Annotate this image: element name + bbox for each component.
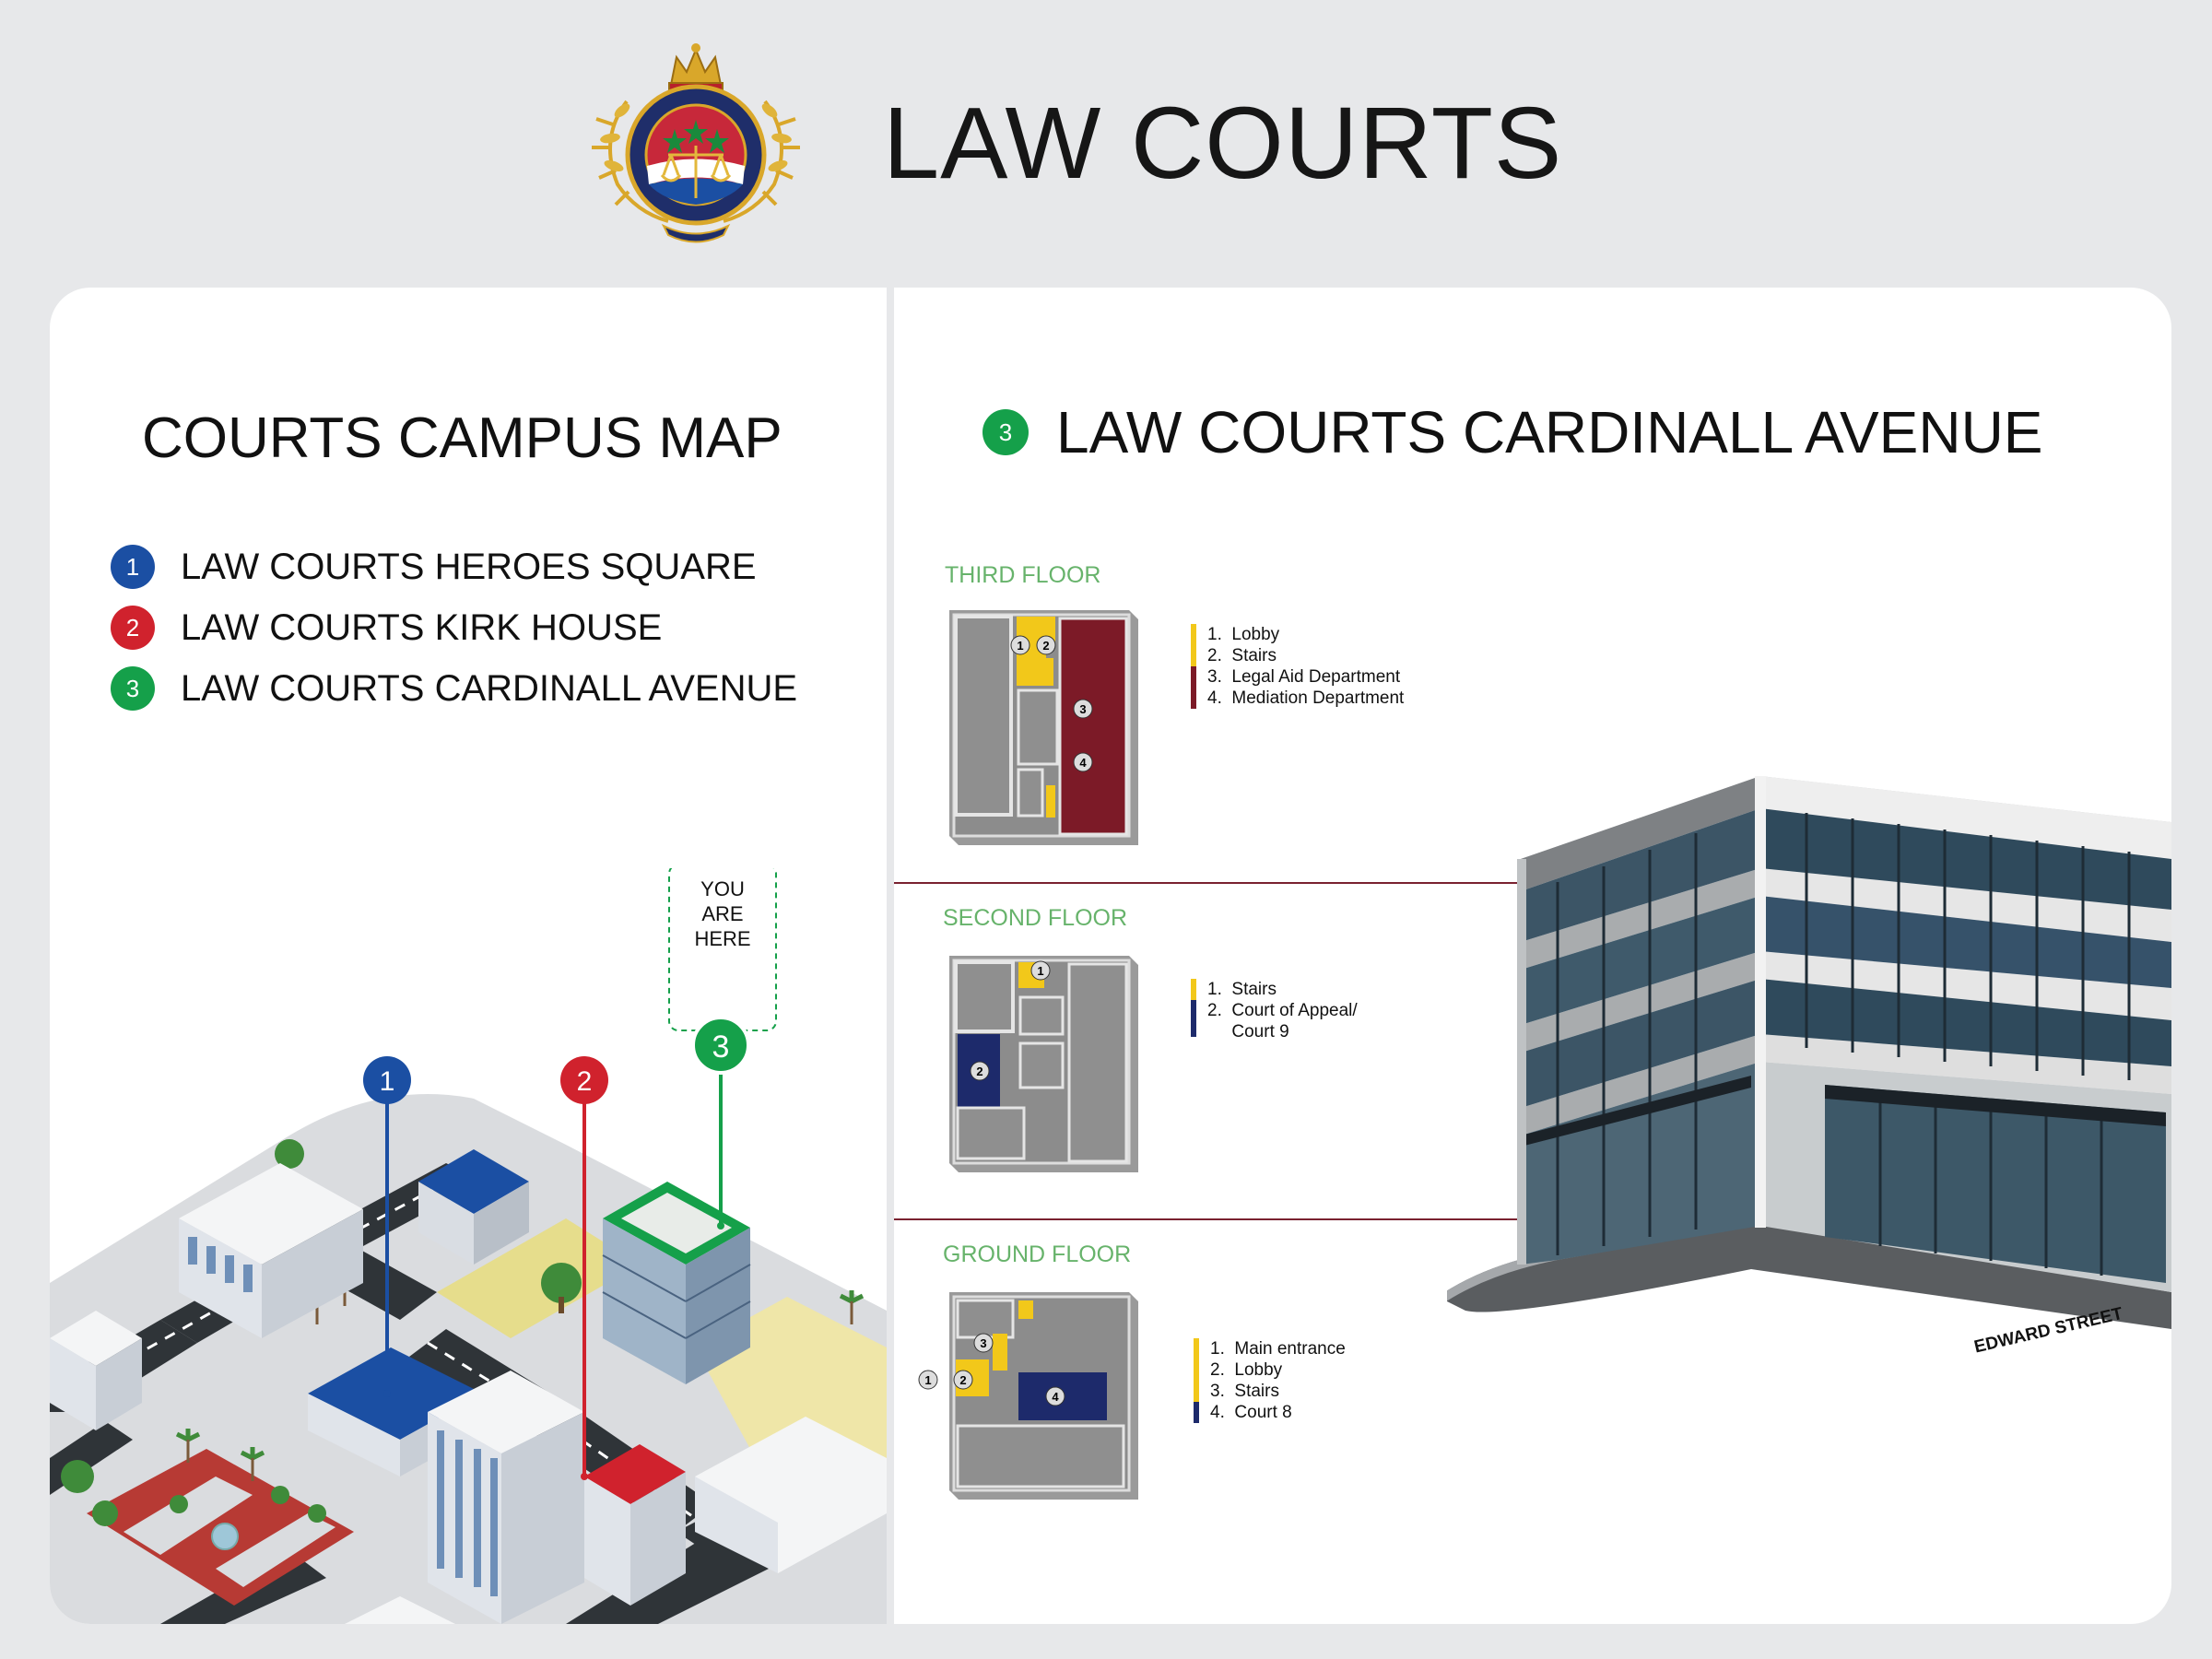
third-floor-plan: 1 2 3 4 (949, 610, 1138, 845)
floor-label-ground: GROUND FLOOR (943, 1241, 1132, 1267)
svg-text:2: 2 (1042, 639, 1049, 653)
svg-text:3: 3 (712, 1030, 730, 1065)
svg-text:2: 2 (577, 1066, 593, 1097)
legend-row: 4. Mediation Department (1191, 688, 1404, 709)
svg-text:3: 3 (1079, 702, 1086, 716)
second-floor-plan: 1 2 (949, 956, 1138, 1172)
svg-text:3: 3 (980, 1336, 986, 1350)
building-badge-3: 3 (982, 409, 1029, 455)
location-badge-3: 3 (111, 666, 155, 711)
legend-row: 2. Court of Appeal/ Court 9 (1191, 1000, 1358, 1042)
panel-divider (887, 288, 894, 1624)
campus-map-panel: COURTS CAMPUS MAP 1 LAW COURTS HEROES SQ… (50, 288, 887, 1624)
svg-text:4: 4 (1079, 756, 1087, 770)
floor-separator (894, 1218, 1521, 1220)
location-badge-2: 2 (111, 606, 155, 650)
svg-text:1: 1 (380, 1066, 395, 1097)
legend-row: 1. Lobby (1191, 624, 1404, 645)
legend-row: 4. Court 8 (1194, 1402, 1346, 1423)
third-floor-legend: 1. Lobby 2. Stairs 3. Legal Aid Departme… (1191, 624, 1404, 709)
floor-separator (894, 882, 1521, 884)
legend-item-cardinall-avenue: 3 LAW COURTS CARDINALL AVENUE (111, 658, 797, 719)
legend-item-heroes-square: 1 LAW COURTS HEROES SQUARE (111, 536, 797, 597)
building-panel: 3 LAW COURTS CARDINALL AVENUE THIRD FLOO… (894, 288, 2171, 1624)
legend-row: 3. Legal Aid Department (1191, 666, 1404, 688)
building-3d-illustration (1447, 776, 2171, 1329)
pin-3: YOU ARE HERE 3 (668, 868, 777, 1230)
legend-row: 2. Lobby (1194, 1359, 1346, 1381)
ground-floor-plan: 1 2 3 4 (918, 1292, 1138, 1500)
campus-legend: 1 LAW COURTS HEROES SQUARE 2 LAW COURTS … (111, 536, 797, 719)
svg-text:1: 1 (1037, 964, 1043, 978)
building-title-text: LAW COURTS CARDINALL AVENUE (1056, 399, 2043, 465)
svg-text:2: 2 (959, 1373, 966, 1387)
floor-label-second: SECOND FLOOR (943, 905, 1128, 931)
page-title: LAW COURTS (883, 87, 1563, 200)
header: LAW COURTS (0, 0, 2212, 286)
legend-row: 1. Main entrance (1194, 1338, 1346, 1359)
legend-label: LAW COURTS CARDINALL AVENUE (181, 667, 798, 709)
pin-1: 1 (363, 1056, 411, 1397)
floor-label-third: THIRD FLOOR (945, 562, 1101, 588)
judiciary-crest-icon (592, 43, 800, 243)
svg-text:1: 1 (924, 1373, 931, 1387)
legend-label: LAW COURTS HEROES SQUARE (181, 546, 757, 587)
location-badge-1: 1 (111, 545, 155, 589)
svg-text:1: 1 (1017, 639, 1023, 653)
svg-text:YOU: YOU (700, 877, 745, 900)
svg-text:2: 2 (976, 1065, 982, 1078)
second-floor-legend: 1. Stairs 2. Court of Appeal/ Court 9 (1191, 979, 1358, 1042)
legend-row: 3. Stairs (1194, 1381, 1346, 1402)
legend-row: 2. Stairs (1191, 645, 1404, 666)
ground-floor-legend: 1. Main entrance 2. Lobby 3. Stairs 4. C… (1194, 1338, 1346, 1423)
svg-text:ARE: ARE (701, 902, 743, 925)
legend-item-kirk-house: 2 LAW COURTS KIRK HOUSE (111, 597, 797, 658)
campus-map-title: COURTS CAMPUS MAP (142, 406, 782, 470)
svg-text:HERE: HERE (694, 927, 750, 950)
legend-label: LAW COURTS KIRK HOUSE (181, 606, 663, 648)
pin-2: 2 (560, 1056, 608, 1480)
legend-row: 1. Stairs (1191, 979, 1358, 1000)
svg-text:4: 4 (1052, 1390, 1059, 1404)
building-title: 3 LAW COURTS CARDINALL AVENUE (982, 398, 2042, 466)
campus-isometric-map: 1 2 YOU ARE HERE 3 (50, 868, 887, 1624)
